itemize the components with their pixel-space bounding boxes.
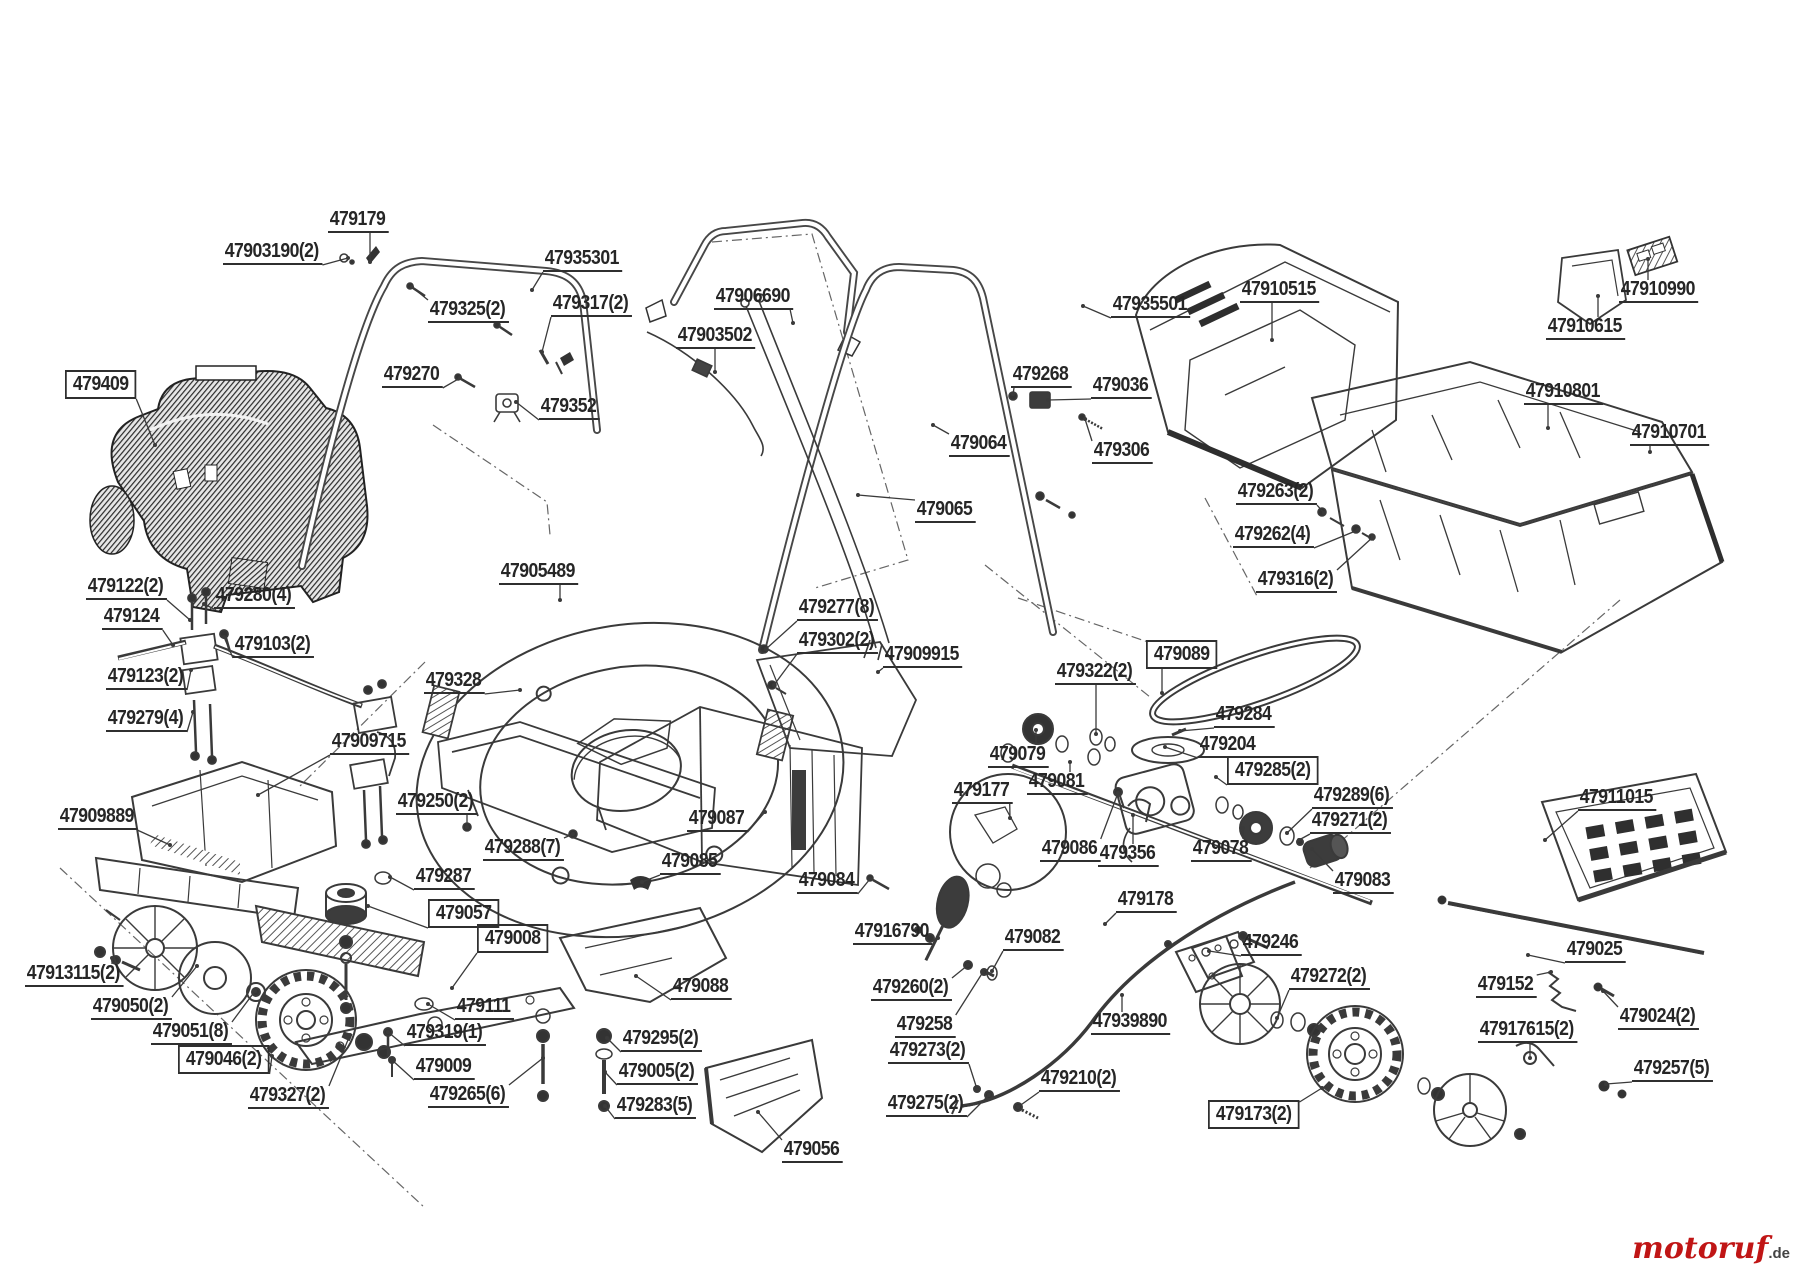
leader-lines <box>110 233 1652 1141</box>
handle-brackets-drawing <box>117 587 398 849</box>
left-wheels-drawing <box>94 905 391 1071</box>
lower-bar-drawing <box>1437 895 1705 1099</box>
handlebar-drawing <box>298 218 1057 654</box>
engine-drawing <box>89 365 369 614</box>
watermark-suffix-text: .de <box>1768 1245 1790 1262</box>
watermark-brand-text: motoruf <box>1632 1231 1769 1266</box>
catcher-bracket-drawing <box>1557 235 1679 326</box>
axle-transmission-drawing <box>914 634 1373 1120</box>
blade-parts-drawing <box>294 871 824 1154</box>
grass-basket-drawing <box>1310 360 1725 654</box>
rear-flap-drawing <box>1540 772 1728 903</box>
construction-lines <box>59 233 1621 1209</box>
catcher-cover-drawing <box>1134 243 1400 491</box>
watermark-logo: motoruf.de <box>1632 1231 1790 1266</box>
deck-front-rail-drawing <box>421 684 795 853</box>
right-wheels-drawing <box>1164 934 1526 1147</box>
rear-housing-drawing <box>596 641 918 887</box>
